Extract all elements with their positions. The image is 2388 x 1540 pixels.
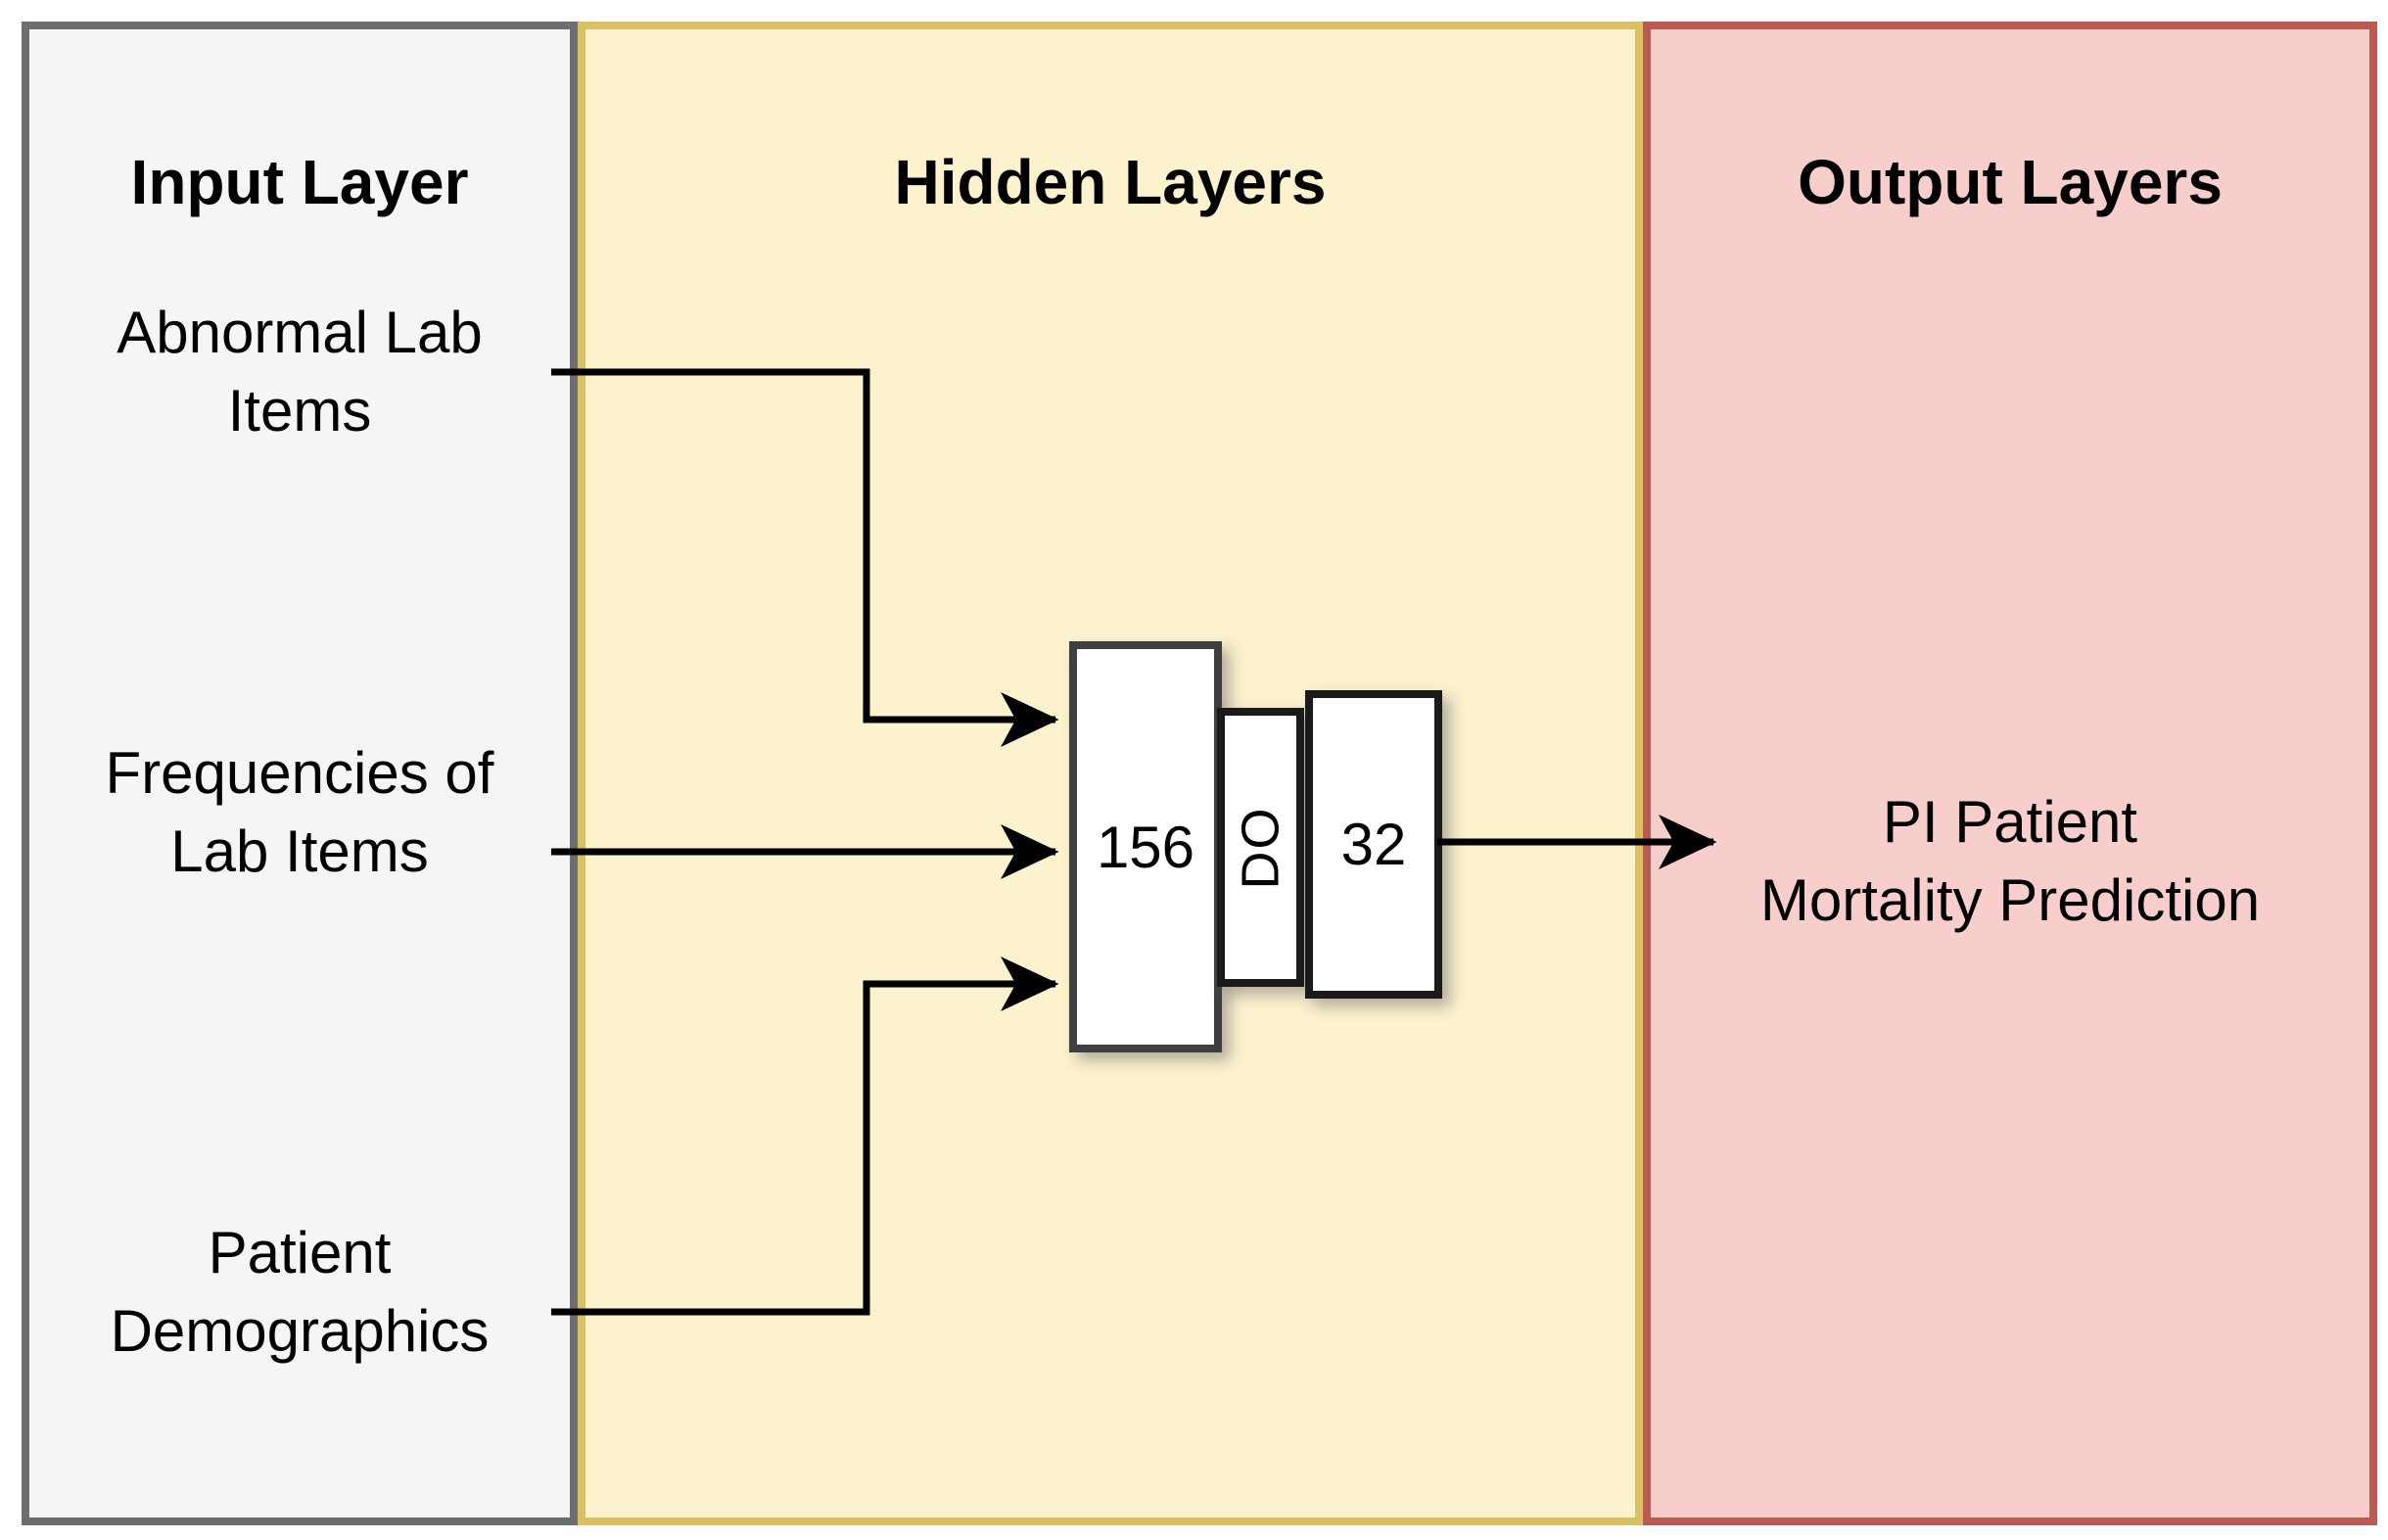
input-label-abnormal-lab-items: Abnormal Lab Items — [117, 300, 483, 443]
input-layer-panel: Input Layer — [22, 22, 578, 1525]
input-label-frequencies-of-lab-items: Frequencies of Lab Items — [105, 740, 494, 884]
dense-layer-156-box: 156 — [1069, 641, 1222, 1052]
dropout-layer-box: DO — [1217, 708, 1304, 987]
dense-layer-156-label: 156 — [1096, 814, 1195, 880]
output-layers-panel: Output Layers — [1643, 22, 2377, 1525]
hidden-layers-title: Hidden Layers — [894, 147, 1327, 217]
dense-layer-32-label: 32 — [1340, 812, 1407, 877]
output-layers-title: Output Layers — [1798, 147, 2223, 217]
dense-layer-32-box: 32 — [1305, 690, 1442, 999]
input-layer-title: Input Layer — [130, 147, 469, 217]
input-label-patient-demographics: Patient Demographics — [110, 1220, 490, 1364]
dropout-layer-label: DO — [1231, 806, 1290, 889]
output-label-mortality-prediction: PI Patient Mortality Prediction — [1759, 789, 2261, 933]
